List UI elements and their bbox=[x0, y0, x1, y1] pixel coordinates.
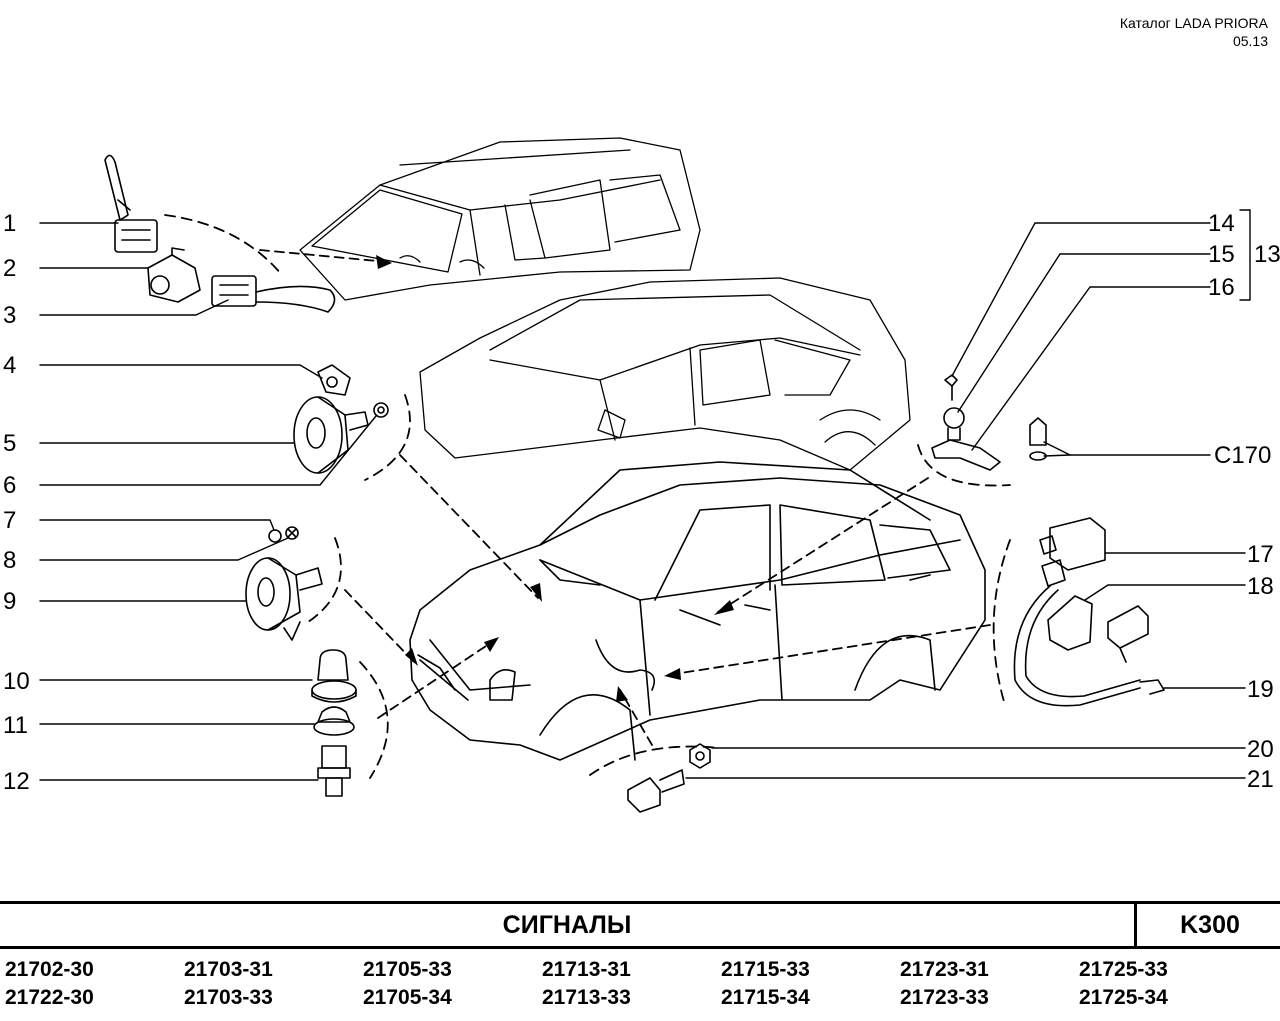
callout-7: 7 bbox=[3, 507, 16, 534]
catalog-title: Каталог LADA PRIORA bbox=[1119, 15, 1268, 31]
callout-6: 6 bbox=[3, 472, 16, 499]
door-switch-parts-14-16 bbox=[931, 374, 1047, 471]
section-title: СИГНАЛЫ bbox=[502, 910, 632, 939]
stalk-switch-3 bbox=[211, 275, 336, 313]
callout-16: 16 bbox=[1208, 274, 1235, 301]
model-code: 21715-33 bbox=[721, 958, 810, 981]
switch-parts-10-12 bbox=[311, 649, 357, 797]
sensor-wiring-parts-17-19 bbox=[1013, 517, 1165, 707]
callout-2: 2 bbox=[3, 255, 16, 282]
callout-15: 15 bbox=[1208, 241, 1235, 268]
parts-diagram: 1 2 3 4 5 6 7 8 9 10 11 12 14 15 16 13 C… bbox=[3, 137, 1280, 813]
callout-labels: 1 2 3 4 5 6 7 8 9 10 11 12 14 15 16 13 C… bbox=[3, 210, 1280, 795]
model-code: 21705-33 bbox=[363, 958, 452, 981]
leader-lines bbox=[39, 209, 1251, 781]
callout-8: 8 bbox=[3, 547, 16, 574]
title-block: СИГНАЛЫ K300 21702-30 21703-31 21705-33 … bbox=[0, 901, 1280, 1021]
arrow-heads bbox=[376, 255, 734, 702]
model-code: 21722-30 bbox=[5, 986, 94, 1009]
callout-5: 5 bbox=[3, 430, 16, 457]
callout-9: 9 bbox=[3, 588, 16, 615]
horn-assembly-2 bbox=[245, 526, 323, 641]
callout-19: 19 bbox=[1247, 676, 1274, 703]
car-wagon-outline bbox=[299, 137, 701, 301]
location-arrows bbox=[259, 249, 991, 746]
model-code: 21713-33 bbox=[542, 986, 631, 1009]
callout-c170: C170 bbox=[1214, 442, 1271, 469]
callout-17: 17 bbox=[1247, 541, 1274, 568]
callout-18: 18 bbox=[1247, 573, 1274, 600]
callout-21: 21 bbox=[1247, 766, 1274, 793]
model-code: 21723-33 bbox=[900, 986, 989, 1009]
callout-14: 14 bbox=[1208, 210, 1235, 237]
callout-12: 12 bbox=[3, 768, 30, 795]
callout-11: 11 bbox=[3, 712, 28, 739]
door-pin bbox=[679, 609, 721, 626]
model-code: 21713-31 bbox=[542, 958, 631, 981]
catalog-date: 05.13 bbox=[1232, 33, 1268, 49]
car-sedan-outline bbox=[409, 461, 986, 761]
model-code: 21703-33 bbox=[184, 986, 273, 1009]
model-code: 21702-30 bbox=[5, 958, 94, 981]
wiring-cable bbox=[595, 639, 656, 691]
callout-1: 1 bbox=[3, 210, 16, 237]
steering-lock bbox=[147, 247, 201, 303]
sensor-parts-20-21 bbox=[627, 743, 711, 813]
callout-10: 10 bbox=[3, 668, 30, 695]
model-code: 21723-31 bbox=[900, 958, 989, 981]
section-code: K300 bbox=[1134, 904, 1280, 946]
car-hatchback-outline bbox=[419, 277, 911, 471]
callout-13: 13 bbox=[1254, 241, 1280, 268]
model-code: 21715-34 bbox=[721, 986, 810, 1009]
horn-assembly-1 bbox=[293, 364, 389, 474]
stalk-switch-1 bbox=[104, 154, 158, 253]
model-code: 21725-33 bbox=[1079, 958, 1168, 981]
callout-4: 4 bbox=[3, 352, 16, 379]
model-code: 21705-34 bbox=[363, 986, 452, 1009]
group-brackets bbox=[164, 214, 1011, 779]
title-bar: СИГНАЛЫ K300 bbox=[0, 901, 1280, 949]
callout-3: 3 bbox=[3, 302, 16, 329]
model-code: 21703-31 bbox=[184, 958, 273, 981]
callout-20: 20 bbox=[1247, 736, 1274, 763]
model-code: 21725-34 bbox=[1079, 986, 1168, 1009]
